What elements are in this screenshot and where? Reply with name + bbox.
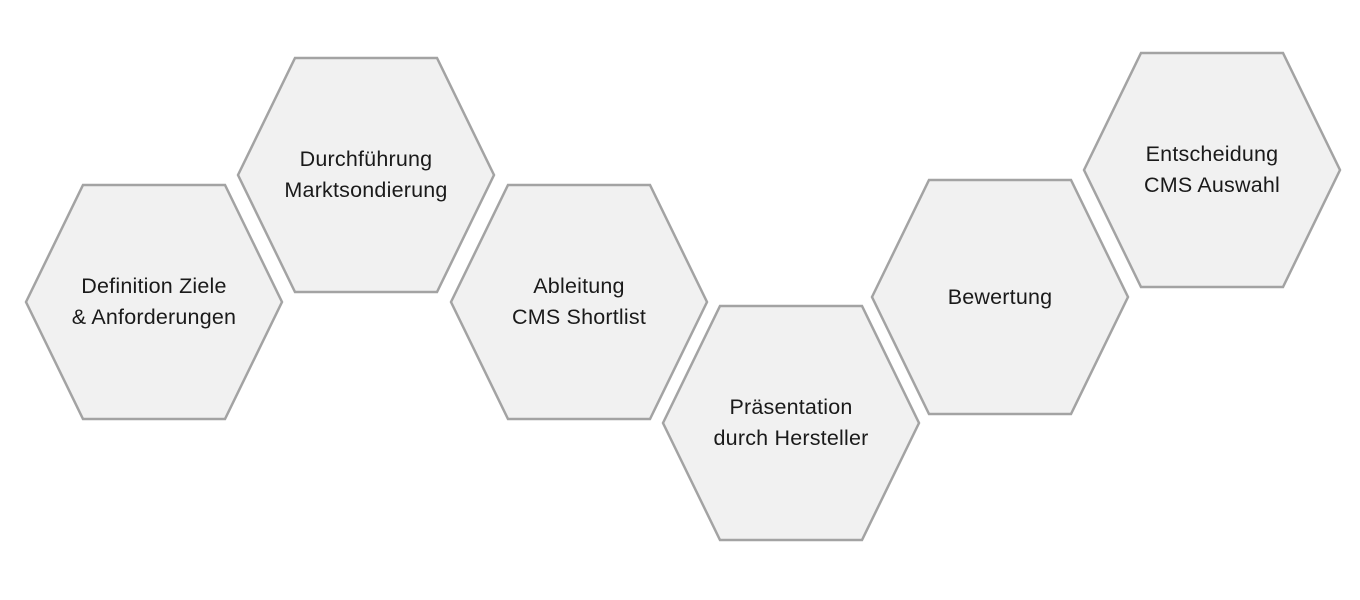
hexagon-label-line: CMS Shortlist <box>511 305 646 329</box>
hexagon-label: Präsentation durch Hersteller <box>662 305 920 541</box>
hexagon-label-line: Ableitung <box>533 274 625 298</box>
hexagon-label: Durchführung Marktsondierung <box>237 57 495 293</box>
hexagon-label: Entscheidung CMS Auswahl <box>1083 52 1341 288</box>
hexagon-step-2: Durchführung Marktsondierung <box>236 56 496 294</box>
hexagon-shape <box>236 56 496 294</box>
hexagon-step-4: Präsentation durch Hersteller <box>661 304 921 542</box>
hexagon-label-line: & Anforderungen <box>71 305 237 329</box>
hexagon-shape <box>870 178 1130 416</box>
hexagon-label-line: Definition Ziele <box>81 274 227 298</box>
hexagon-step-3: Ableitung CMS Shortlist <box>449 183 709 421</box>
hexagon-label-line: durch Hersteller <box>713 426 869 450</box>
hexagon-label-line: Entscheidung <box>1145 142 1279 166</box>
hexagon-label-line: CMS Auswahl <box>1143 173 1281 197</box>
hexagon-label-line: Marktsondierung <box>284 178 448 202</box>
hexagon-label: Ableitung CMS Shortlist <box>450 184 708 420</box>
hexagon-step-6: Entscheidung CMS Auswahl <box>1082 51 1342 289</box>
hexagon-label: Bewertung <box>871 179 1129 415</box>
hexagon-label-line: Bewertung <box>947 284 1053 309</box>
hexagon-shape <box>24 183 284 421</box>
hexagon-shape <box>1082 51 1342 289</box>
hexagon-step-5: Bewertung <box>870 178 1130 416</box>
hexagon-step-1: Definition Ziele & Anforderungen <box>24 183 284 421</box>
hexagon-label-line: Präsentation <box>729 395 853 419</box>
hexagon-shape <box>661 304 921 542</box>
hexagon-label: Definition Ziele & Anforderungen <box>25 184 283 420</box>
hexagon-shape <box>449 183 709 421</box>
hexagon-label-line: Durchführung <box>299 147 433 171</box>
